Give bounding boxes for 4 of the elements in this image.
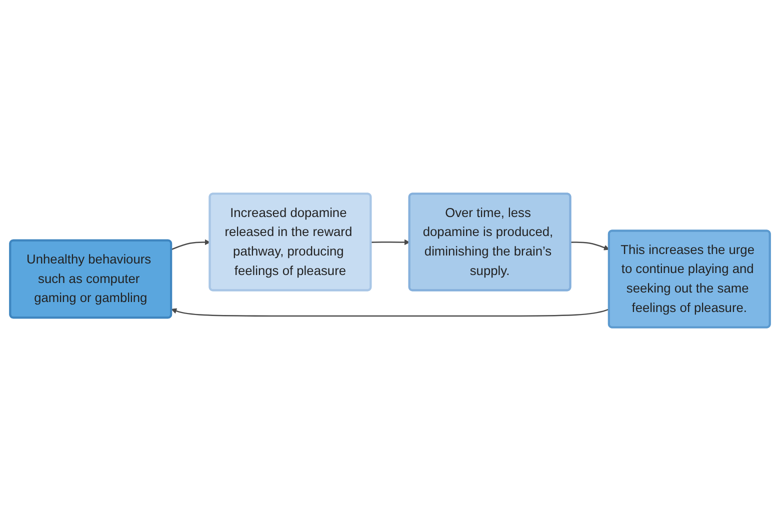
arrow	[371, 239, 410, 246]
arrow	[570, 242, 610, 250]
arrow	[171, 308, 610, 317]
arrow	[171, 239, 210, 250]
